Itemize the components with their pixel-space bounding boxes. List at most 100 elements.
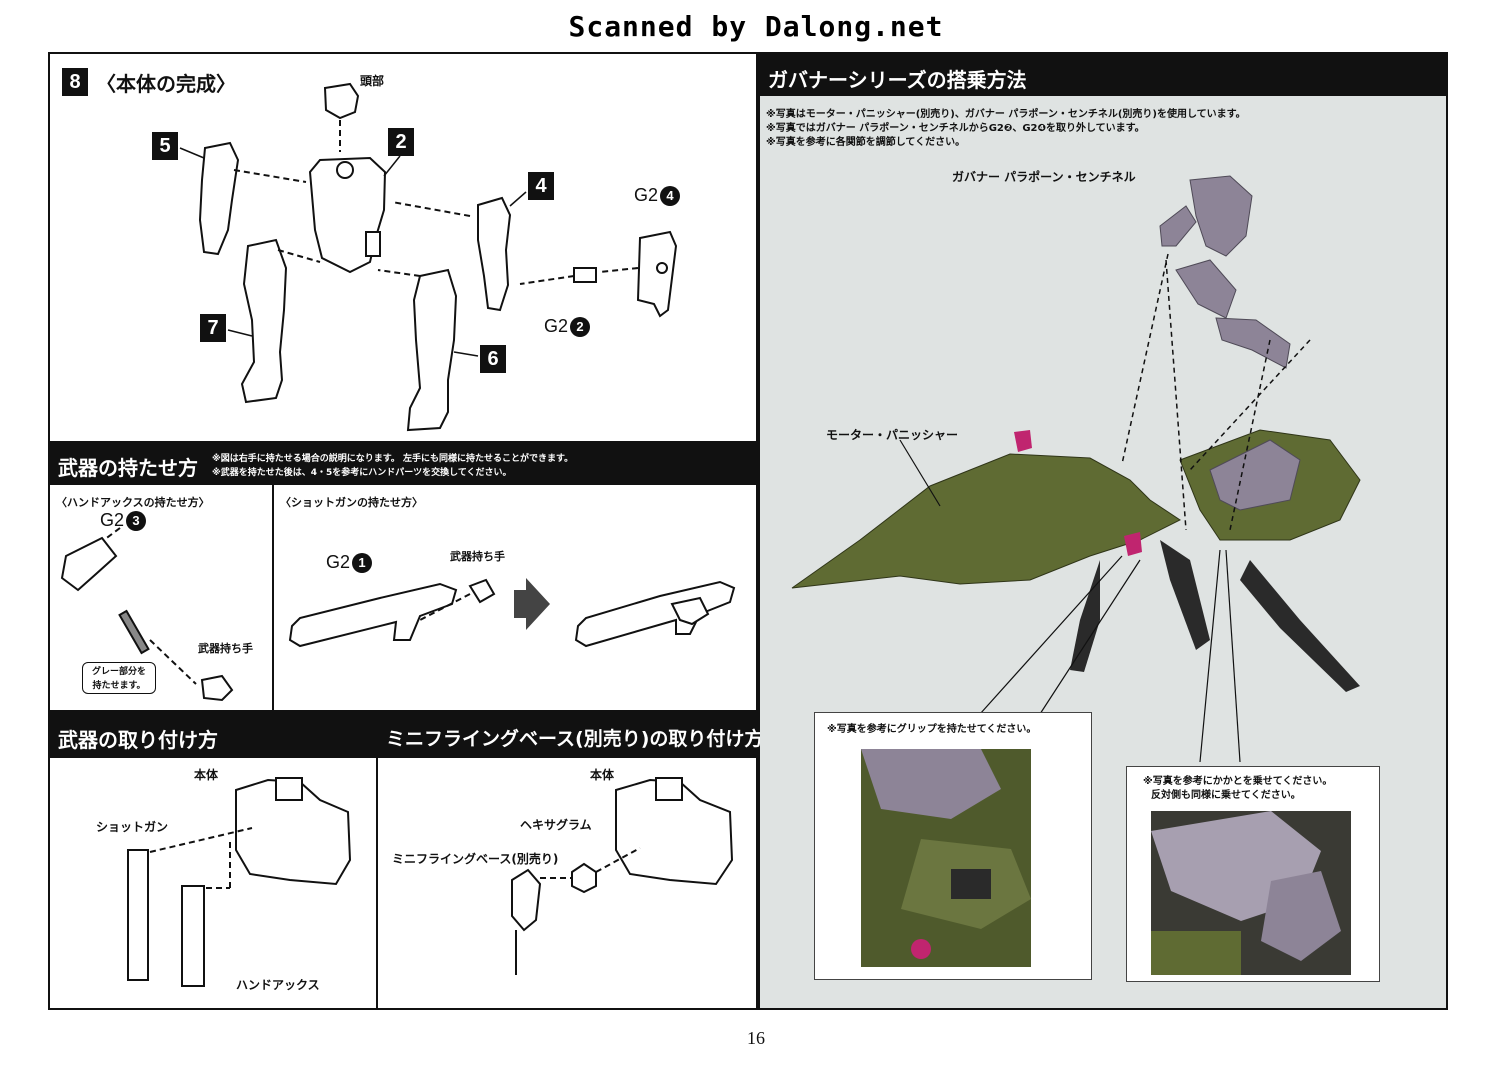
axe-hand [200,674,234,702]
riding-bar [760,54,1446,98]
page-number: 16 [747,1028,765,1048]
shield-hole [656,262,668,274]
leg-7-part [240,238,288,404]
riding-note1: ※写真はモーター・パニッシャー(別売り)、ガバナー パラポーン・センチネル(別売… [766,109,1246,120]
dash-conn [519,275,575,285]
figure-arm [1159,205,1197,247]
figure-leg1 [1175,259,1237,319]
axe-subtitle: 〈ハンドアックスの持たせ方〉 [56,496,210,509]
base-arm [511,868,542,932]
shield-part [636,230,678,318]
part-number-5: 5 [152,132,178,160]
dash-leg6 [377,269,421,277]
figure-torso [1189,175,1253,257]
bike-leg2 [1240,560,1360,692]
flying-base-label: ミニフライングベース(別売り) [392,852,559,866]
accent-gem-front [1124,532,1142,556]
shotgun-subtitle: 〈ショットガンの持たせ方〉 [280,496,423,509]
grip-inset: ※写真を参考にグリップを持たせてください。 [814,712,1092,980]
robot-head-left [275,777,303,801]
hexagram-part [571,862,597,894]
hexagram-label: ヘキサグラム [520,818,592,832]
circled-number: 2 [570,316,591,337]
dash-leg7 [277,249,321,263]
g2-text: G2 [100,510,125,530]
accent-gem-top [1014,430,1032,452]
shotgun-left [288,582,458,648]
figure-label: ガバナー パラポーン・センチネル [952,170,1136,184]
part-number-2: 2 [388,128,414,156]
axe-hand-label: 武器持ち手 [198,642,253,655]
step-number: 8 [62,68,88,96]
weapon-attach-title: 武器の取り付け方 [58,728,218,752]
weapon-hold-note2: ※武器を持たせた後は、4・5を参考にハンドパーツを交換してください。 [212,468,512,478]
heel-note1: ※写真を参考にかかとを乗せてください。 [1143,776,1333,787]
shotgun-part [127,849,149,981]
heel-photo [1151,811,1351,975]
shotgun-hand-right [670,596,710,626]
arm-4-part [477,196,512,312]
grip-photo [861,749,1031,967]
weapon-hold-title: 武器の持たせ方 [58,456,198,480]
figure-leg2 [1215,317,1291,369]
riding-title: ガバナーシリーズの搭乗方法 [768,68,1027,92]
weapon-hold-bar [50,441,756,485]
arrow-right-icon [514,578,550,630]
head-part [323,82,360,120]
watermark: Scanned by Dalong.net [568,10,944,43]
axe-g2-label: G2 3 [100,510,147,531]
hold-divider [272,485,274,711]
heel-inset: ※写真を参考にかかとを乗せてください。 反対側も同様に乗せてください。 [1126,766,1380,982]
g2-text: G2 [326,552,351,572]
axe-head [60,536,118,592]
weapon-hold-note1: ※図は右手に持たせる場合の説明になります。 左手にも同様に持たせることができます… [212,454,574,464]
grip-note: ※写真を参考にグリップを持たせてください。 [827,724,1037,735]
dash-arm4 [391,201,471,217]
hand-left [468,578,496,604]
torso-neck [336,161,354,179]
circled-number: 3 [126,510,147,531]
section8-title: 〈本体の完成〉 [96,72,236,96]
hold-bottom-line [50,710,756,712]
heel-note2: 反対側も同様に乗せてください。 [1151,790,1301,801]
g2-text: G2 [544,316,569,336]
base-attach-title: ミニフライングベース(別売り)の取り付け方 [386,728,764,750]
page-frame [48,52,1448,1010]
torso-detail [365,231,381,257]
circled-number: 1 [352,552,373,573]
bike-seat [1209,439,1301,511]
center-divider [756,52,760,1010]
axe-label: ハンドアックス [236,978,320,992]
arm-5-part [198,141,240,256]
part-number-4: 4 [528,172,554,200]
part-number-6: 6 [480,345,506,373]
bike-leg3 [1070,560,1100,672]
axe-part [181,885,205,987]
grip-note-line2: 持たせます。 [92,681,146,691]
shotgun-g2-label: G2 1 [326,552,373,573]
robot-head-right [655,777,683,801]
base-attach-bar [378,712,756,758]
riding-note3: ※写真を参考に各関節を調節してください。 [766,137,966,148]
g2-4-label: G2 4 [634,185,681,206]
circled-number: 4 [660,185,681,206]
axe-grip [118,609,150,655]
g2-text: G2 [634,185,659,205]
grip-note-line1: グレー部分を [91,667,146,677]
body-label-right: 本体 [590,768,615,782]
bike-leg1 [1160,540,1210,650]
shotgun-hand-label: 武器持ち手 [450,550,505,563]
riding-note2: ※写真ではガバナー パラポーン・センチネルからG2❷、G2❹を取り外しています。 [766,123,1145,134]
bike-front [791,453,1181,589]
dash-shield [599,267,639,273]
bike-label: モーター・パニッシャー [826,428,959,442]
body-label-left: 本体 [194,768,219,782]
grip-note-box: グレー部分を 持たせます。 [82,662,156,694]
head-label: 頭部 [360,74,385,88]
part-number-7: 7 [200,314,226,342]
leg-6-part [406,268,458,432]
